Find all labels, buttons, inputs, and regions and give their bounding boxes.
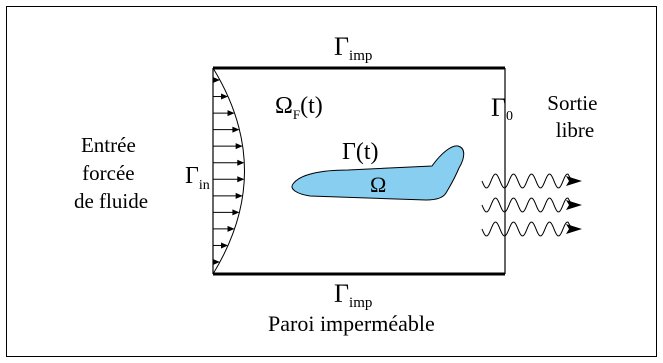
- outlet-wave-line: [481, 221, 573, 237]
- imp-subscript: imp: [349, 48, 372, 64]
- inlet-arrow-head: [221, 93, 229, 100]
- inlet-velocity-profile: [212, 67, 245, 275]
- outlet-arrow-head: [566, 176, 582, 186]
- gamma-zero-label: Γ0: [491, 93, 513, 124]
- inlet-arrow-head: [232, 209, 240, 216]
- paroi-impermeable-label: Paroi imperméable: [268, 311, 435, 336]
- gamma-symbol: Γ: [185, 163, 199, 189]
- omega-symbol: Ω: [275, 93, 293, 119]
- t-paren: (t): [300, 93, 323, 119]
- outer-frame: [6, 6, 657, 357]
- imp-subscript: imp: [349, 295, 372, 311]
- obstacle-shape: [291, 145, 465, 201]
- entree-line-2: forcée: [82, 161, 134, 185]
- gamma-imp-top-label: Γimp: [334, 32, 372, 64]
- gamma-symbol: Γ: [342, 139, 356, 165]
- in-subscript: in: [199, 178, 210, 193]
- zero-subscript: 0: [506, 109, 513, 124]
- sortie-label: Sortie libre: [547, 91, 602, 142]
- t-paren: (t): [356, 139, 379, 165]
- inlet-arrow-head: [221, 242, 229, 249]
- gamma-t-label: Γ(t): [342, 139, 379, 165]
- outlet-wave-line: [481, 197, 573, 213]
- inlet-arrow-head: [232, 126, 240, 133]
- inlet-arrow-head: [212, 259, 220, 265]
- gamma-in-label: Γin: [185, 163, 210, 193]
- inlet-arrow-head: [237, 159, 245, 166]
- gamma-imp-bottom-label: Γimp: [334, 279, 372, 311]
- entree-label: Entrée forcée de fluide: [74, 133, 148, 213]
- outlet-arrow-head: [566, 224, 582, 234]
- inlet-arrows: [212, 77, 245, 265]
- entree-line-3: de fluide: [74, 189, 148, 213]
- outlet-wave-line: [481, 173, 573, 189]
- gamma-symbol: Γ: [491, 93, 506, 122]
- inlet-arrow-head: [235, 143, 243, 150]
- gamma-symbol: Γ: [334, 32, 349, 61]
- inlet-arrow-head: [227, 225, 235, 232]
- sortie-line-2: libre: [556, 118, 594, 142]
- gamma-symbol: Γ: [334, 279, 349, 308]
- inlet-arrow-head: [235, 192, 243, 199]
- inlet-arrow-head: [212, 77, 220, 83]
- omega-f-label: ΩF(t): [275, 93, 323, 122]
- outlet-arrow-head: [566, 200, 582, 210]
- inlet-arrow-head: [237, 176, 245, 183]
- omega-obstacle-label: Ω: [370, 172, 386, 197]
- outlet-waves: [481, 173, 582, 237]
- entree-line-1: Entrée: [81, 133, 136, 157]
- f-subscript: F: [293, 107, 300, 122]
- sortie-line-1: Sortie: [547, 91, 597, 115]
- inlet-arrow-head: [227, 110, 235, 117]
